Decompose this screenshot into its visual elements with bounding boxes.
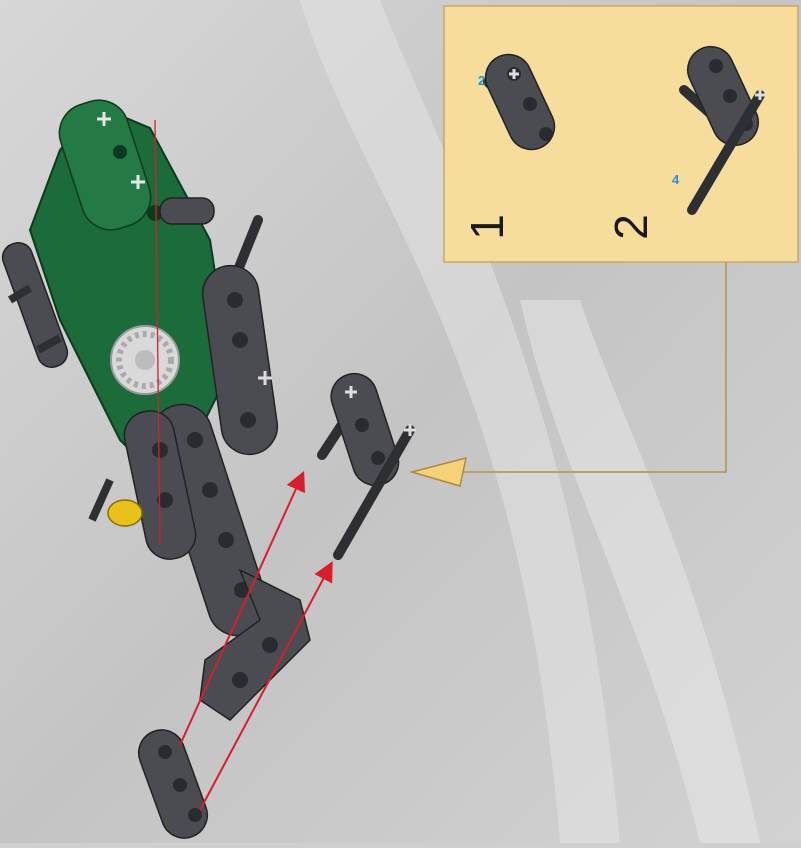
connector-icon	[160, 198, 214, 224]
hole	[539, 127, 553, 141]
part-quantity-2: 4	[672, 173, 679, 186]
hole	[523, 97, 537, 111]
yellow-part-icon	[108, 500, 142, 526]
substep-number-2: 2	[608, 214, 654, 240]
part-quantity-1: 2	[478, 74, 485, 87]
substep-number-1: 1	[464, 214, 510, 240]
